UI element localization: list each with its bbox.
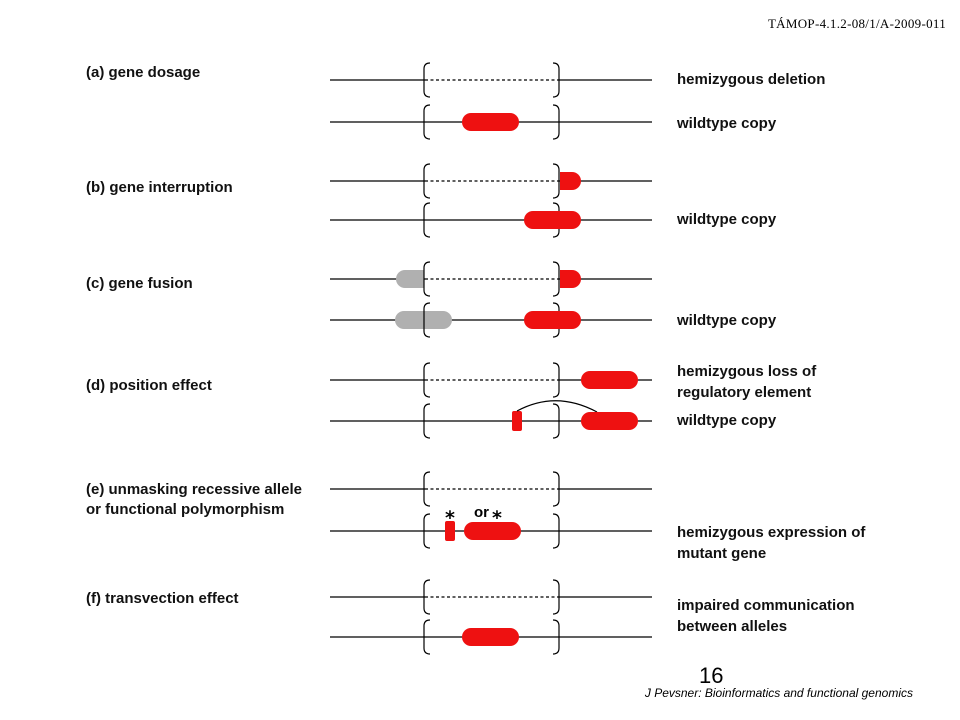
- chromosome-deleted: [330, 362, 652, 398]
- panel-e-diagram: * or *: [330, 471, 652, 549]
- panel-d-bottom-label: wildtype copy: [677, 412, 777, 429]
- regulatory-interaction-arc: [516, 400, 598, 413]
- chromosome-deleted: [330, 471, 652, 507]
- panel-f-right-label-line1: impaired communication: [677, 597, 855, 614]
- regulatory-element: [512, 411, 522, 431]
- panel-e-bottom-label-line2: mutant gene: [677, 545, 767, 562]
- panel-d-top-label-line1: hemizygous loss of: [677, 363, 817, 380]
- gene-wildtype: [524, 311, 581, 329]
- panel-b-bottom-label: wildtype copy: [677, 211, 777, 228]
- panel-c-bottom-label: wildtype copy: [677, 312, 777, 329]
- chromosome-deleted: [330, 62, 652, 98]
- gene-wildtype: [524, 211, 581, 229]
- gene-fragment: [560, 172, 581, 190]
- mutation-asterisk-left: *: [445, 507, 455, 529]
- chromosome-deleted: [330, 579, 652, 615]
- red-gene-fragment: [560, 270, 581, 288]
- chromosome-fused: [330, 261, 652, 297]
- chromosome-interrupted: [330, 163, 652, 199]
- header-title: TÁMOP-4.1.2-08/1/A-2009-011: [767, 16, 946, 31]
- chromosome-wildtype: [330, 302, 652, 338]
- panel-d-title: (d) position effect: [86, 377, 212, 394]
- panel-e-title-line2: or functional polymorphism: [86, 501, 285, 518]
- or-text: or: [474, 504, 489, 521]
- mutant-regulatory-element: [445, 521, 455, 541]
- panel-c-title: (c) gene fusion: [86, 275, 193, 292]
- panel-e-title-line1: (e) unmasking recessive allele: [86, 481, 302, 498]
- panel-f-title: (f) transvection effect: [86, 590, 239, 607]
- chromosome-wildtype: [330, 202, 652, 238]
- chromosome-wildtype: [330, 400, 652, 439]
- panel-f-right-label-line2: between alleles: [677, 618, 788, 635]
- chromosome-wildtype: [330, 104, 652, 140]
- gene-wildtype: [462, 628, 519, 646]
- panel-a-title: (a) gene dosage: [86, 64, 201, 81]
- panel-a-bottom-label: wildtype copy: [677, 115, 777, 132]
- gene-wildtype: [581, 412, 638, 430]
- gray-gene-fragment: [396, 270, 424, 288]
- gene-wildtype: [462, 113, 519, 131]
- chromosome-wildtype: [330, 619, 652, 655]
- panel-c-diagram: [330, 261, 652, 338]
- panel-a-top-label: hemizygous deletion: [677, 71, 826, 88]
- page-number: 16: [699, 663, 724, 688]
- credit-text: J Pevsner: Bioinformatics and functional…: [644, 686, 913, 700]
- mutation-asterisk-right: *: [492, 507, 502, 529]
- mutant-gene: [464, 522, 521, 540]
- panel-f-diagram: [330, 579, 652, 655]
- chromosome-mutant: * or *: [330, 504, 652, 549]
- panel-e-bottom-label-line1: hemizygous expression of: [677, 524, 866, 541]
- panel-a-diagram: [330, 62, 652, 140]
- panel-b-diagram: [330, 163, 652, 238]
- panel-b-title: (b) gene interruption: [86, 179, 233, 196]
- panel-d-diagram: [330, 362, 652, 439]
- panel-d-top-label-line2: regulatory element: [677, 384, 812, 401]
- gene: [581, 371, 638, 389]
